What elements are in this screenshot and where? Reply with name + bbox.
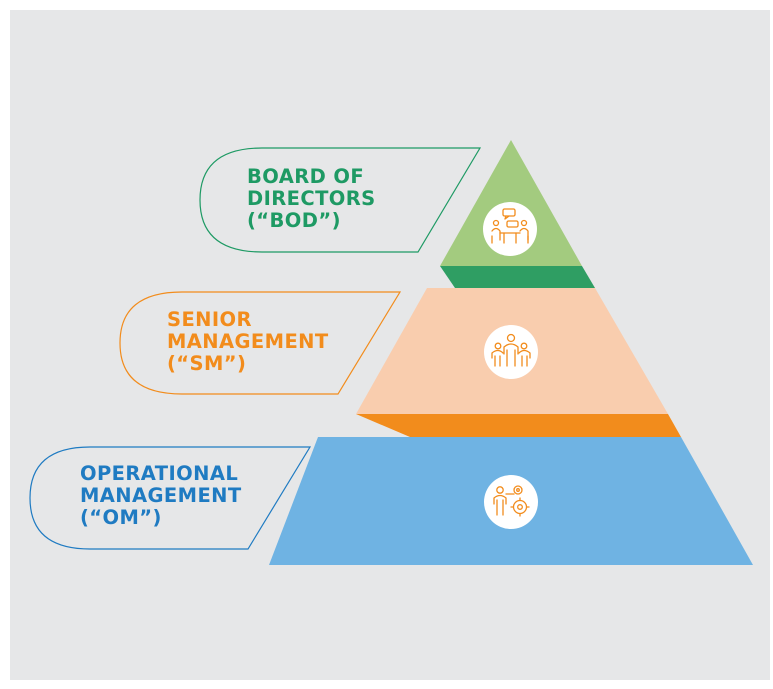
- bod-callout-outline: [199, 147, 482, 253]
- bod-label-line-3: (“BOD”): [247, 209, 341, 232]
- sm-label-line-1: SENIOR: [167, 308, 252, 331]
- bod-label: BOARD OF DIRECTORS (“BOD”): [247, 166, 376, 232]
- om-label-line-2: MANAGEMENT: [80, 484, 242, 507]
- sm-label-line-3: (“SM”): [167, 352, 247, 375]
- diagram-panel: [10, 10, 770, 680]
- om-label: OPERATIONAL MANAGEMENT (“OM”): [80, 463, 242, 529]
- sm-callout-outline: [119, 291, 402, 395]
- sm-tier-base: [356, 414, 681, 437]
- sm-label: SENIOR MANAGEMENT (“SM”): [167, 309, 329, 375]
- team-group-icon: [491, 333, 531, 367]
- meeting-discussion-icon: [491, 208, 529, 244]
- om-label-line-3: (“OM”): [80, 506, 162, 529]
- om-label-line-1: OPERATIONAL: [80, 462, 239, 485]
- sm-icon-disc: [484, 325, 538, 379]
- worker-gears-icon: [493, 485, 530, 517]
- bod-tier-base: [440, 266, 595, 288]
- bod-label-line-2: DIRECTORS: [247, 187, 376, 210]
- sm-label-line-2: MANAGEMENT: [167, 330, 329, 353]
- om-icon-disc: [484, 475, 538, 529]
- bod-icon-disc: [483, 202, 537, 256]
- om-callout-outline: [29, 446, 312, 550]
- bod-label-line-1: BOARD OF: [247, 165, 365, 188]
